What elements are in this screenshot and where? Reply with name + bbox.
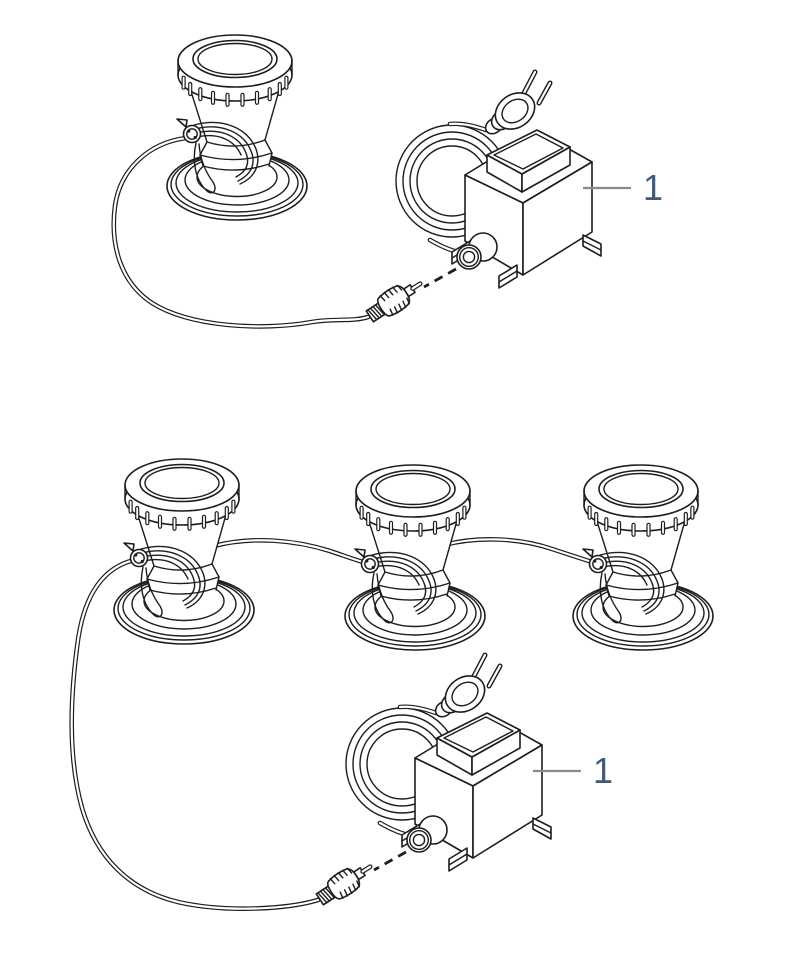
callout-label-top: 1 (643, 167, 663, 208)
figure-single-spotlight-kit: 1 (111, 35, 663, 329)
chain-cable-left-middle (211, 538, 373, 567)
chain-cable-middle-right (441, 537, 601, 567)
transformer-assembly-bottom (313, 655, 581, 910)
underwater-spotlight-icon (167, 35, 307, 220)
underwater-spotlight-icon-left (114, 459, 254, 644)
power-cable-top (111, 135, 371, 329)
underwater-spotlight-icon-middle (345, 465, 485, 650)
callout-label-bottom: 1 (593, 750, 613, 791)
figure-triple-spotlight-kit: 1 (69, 459, 713, 911)
underwater-spotlight-icon-right (573, 465, 713, 650)
power-cable-bottom (69, 556, 321, 911)
transformer-assembly-top (363, 72, 631, 327)
